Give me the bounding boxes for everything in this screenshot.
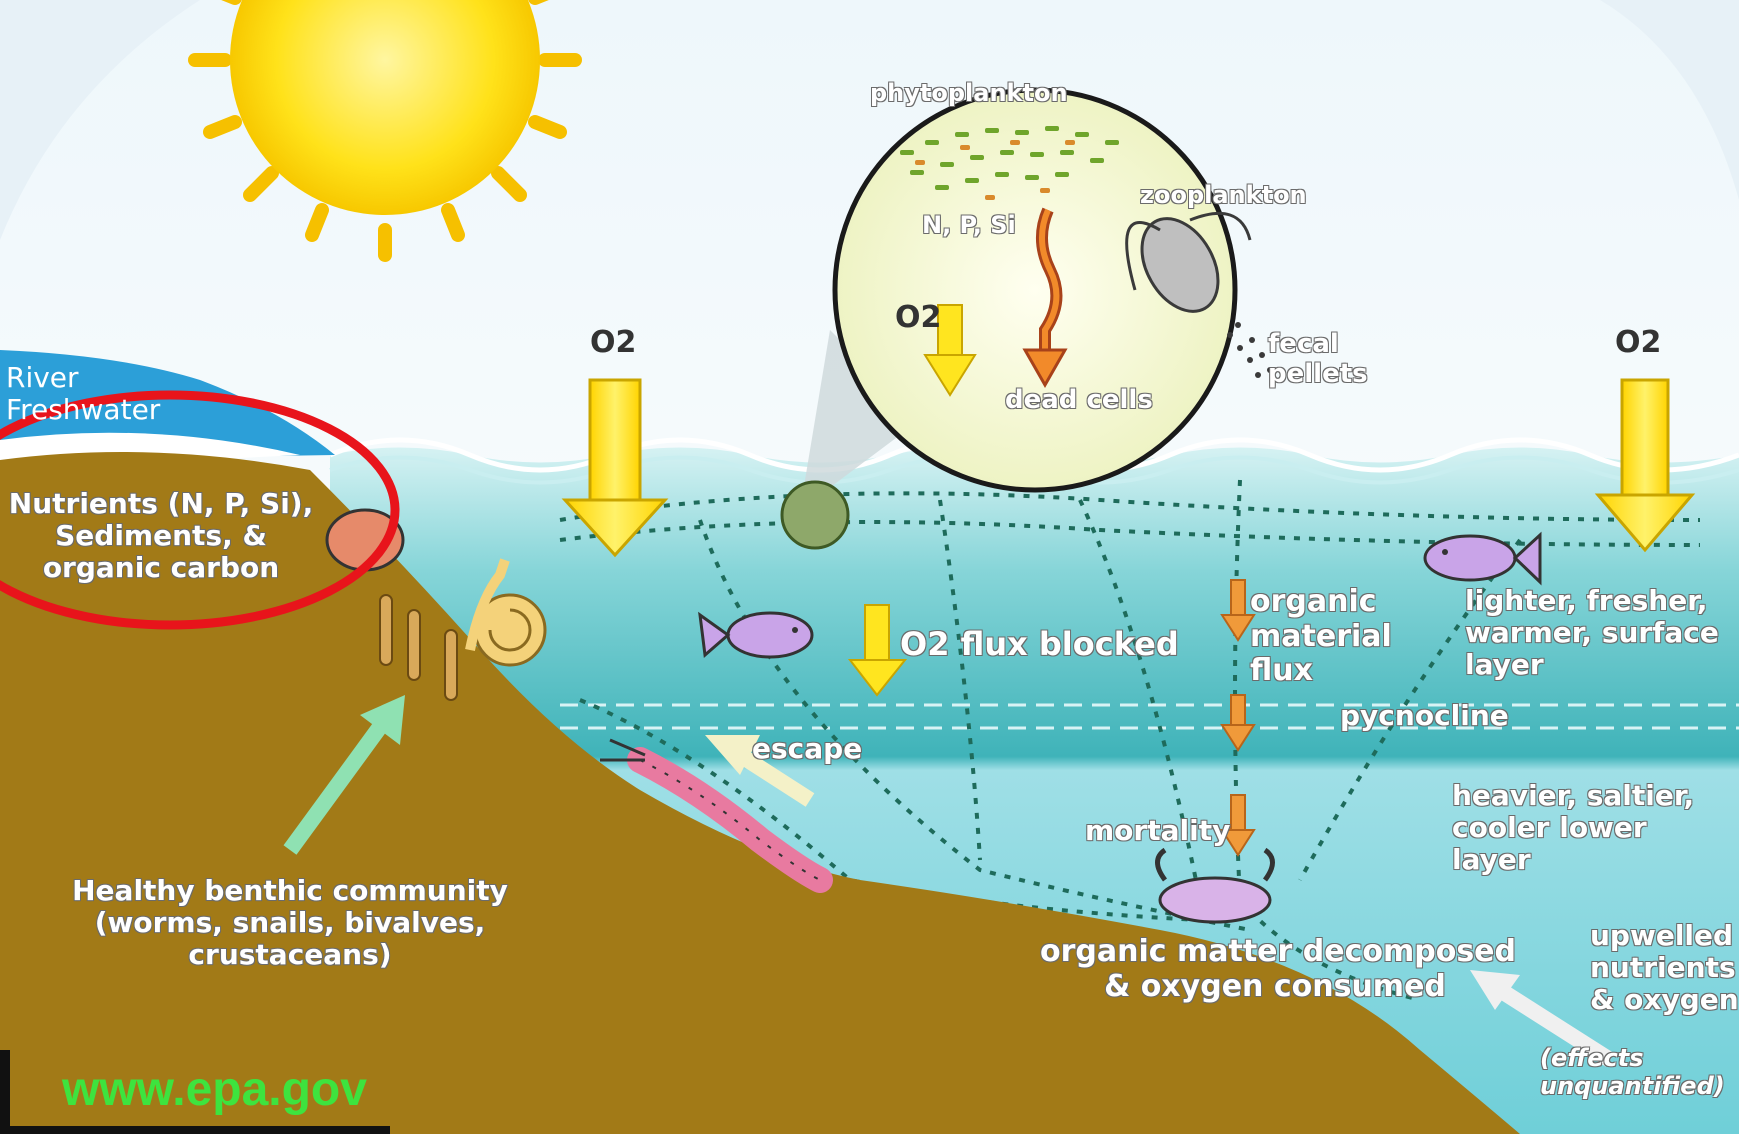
label-benthic-community: Healthy benthic community (worms, snails… xyxy=(72,874,508,972)
label-o2-right: O2 xyxy=(1615,325,1661,360)
snail-icon xyxy=(465,558,547,667)
o2-arrow-right xyxy=(1594,378,1696,553)
label-effects-unquantified: (effects unquantified) xyxy=(1540,1044,1725,1100)
label-organic-material-flux: organic material flux xyxy=(1250,584,1392,688)
o2-arrow-left xyxy=(561,378,669,558)
algae-ball xyxy=(780,480,850,550)
slide-swoosh-right xyxy=(1600,0,1739,200)
magnifier-cone xyxy=(800,330,920,510)
label-mortality: mortality xyxy=(1085,814,1231,847)
benthic-arrow xyxy=(283,695,405,855)
fish-icon xyxy=(698,611,814,659)
organic-flux-arrows xyxy=(1220,579,1256,857)
label-heavier-layer: heavier, saltier, cooler lower layer xyxy=(1452,779,1695,877)
label-zooplankton: zooplankton xyxy=(1140,181,1307,209)
sun-icon xyxy=(188,0,582,262)
upwelled-arrow xyxy=(1470,970,1615,1067)
worms-icon xyxy=(379,594,458,701)
shrimp-icon xyxy=(600,738,833,893)
crab-icon xyxy=(1155,847,1275,924)
label-o2-flux-blocked: O2 flux blocked xyxy=(900,625,1179,663)
label-nutrients-sediments: Nutrients (N, P, Si), Sediments, & organ… xyxy=(8,487,314,585)
river-freshwater xyxy=(0,350,335,460)
escape-arrow xyxy=(705,735,815,807)
fish-icon-surface xyxy=(1423,531,1542,586)
label-o2-right-text: O2 xyxy=(1615,325,1662,360)
frame-corner xyxy=(0,1050,10,1134)
label-escape: escape xyxy=(752,732,863,765)
label-phytoplankton: phytoplankton xyxy=(870,79,1068,107)
label-o2-inset-text: O2 xyxy=(895,300,942,335)
highlight-circle xyxy=(0,390,400,630)
label-lighter-layer: lighter, fresher, warmer, surface layer xyxy=(1465,584,1719,682)
label-river-freshwater: River Freshwater xyxy=(6,361,161,427)
label-pycnocline: pycnocline xyxy=(1340,699,1509,732)
label-nutrients-inset: N, P, Si xyxy=(922,211,1016,239)
label-fecal-pellets: fecal pellets xyxy=(1268,329,1368,389)
label-organic-decomposed: organic matter decomposed & oxygen consu… xyxy=(1040,934,1517,1004)
plankton-inset xyxy=(832,87,1273,493)
label-o2-left: O2 xyxy=(590,325,636,360)
label-upwelled: upwelled nutrients & oxygen xyxy=(1590,919,1739,1017)
label-o2-left-text: O2 xyxy=(590,325,637,360)
slide-swoosh xyxy=(0,0,200,240)
o2-flux-blocked-arrow xyxy=(847,604,908,697)
label-dead-cells: dead cells xyxy=(1005,385,1153,415)
label-o2-inset: O2 xyxy=(895,300,941,335)
source-url[interactable]: www.epa.gov xyxy=(62,1063,367,1116)
